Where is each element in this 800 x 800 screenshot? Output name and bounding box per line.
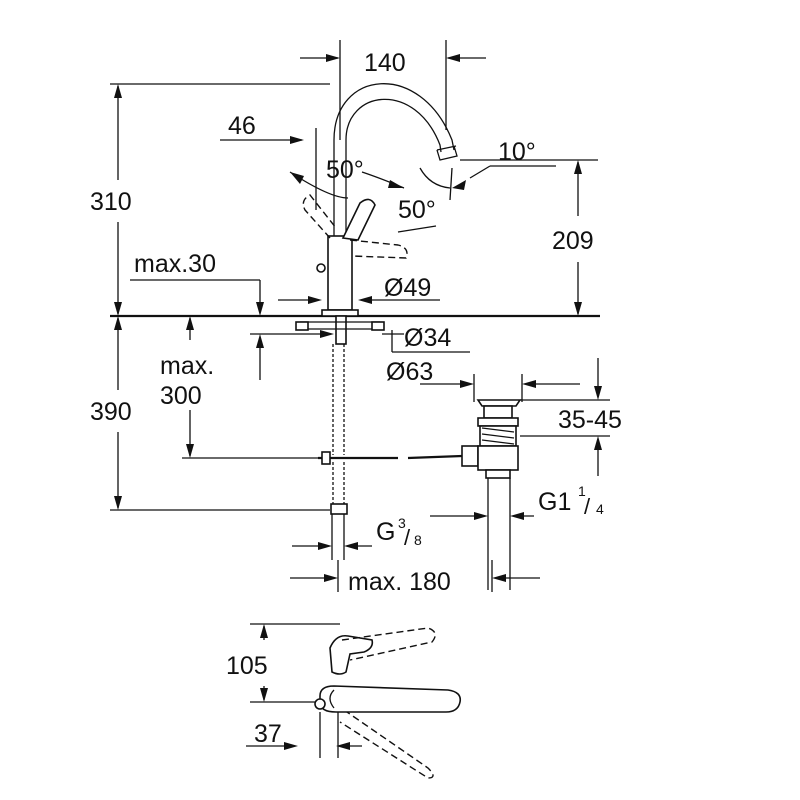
label-waste-range: 35-45 xyxy=(558,406,622,434)
label-max-deck-thickness: max.30 xyxy=(134,250,216,278)
label-lever-angle-right: 50° xyxy=(398,196,436,224)
label-max-waste-offset: max. 180 xyxy=(348,568,451,596)
svg-text:8: 8 xyxy=(414,532,422,548)
label-lever-angle-left: 50° xyxy=(326,156,364,184)
svg-text:G1: G1 xyxy=(538,488,571,516)
label-total-height: 310 xyxy=(90,188,132,216)
svg-text:/: / xyxy=(584,494,591,519)
label-spout-height: 209 xyxy=(552,227,594,255)
plan-lever xyxy=(329,634,374,675)
label-plan-offset: 37 xyxy=(254,720,282,748)
svg-text:G: G xyxy=(376,518,395,546)
svg-text:3: 3 xyxy=(398,515,406,531)
svg-text:1: 1 xyxy=(578,483,586,499)
faucet-side-view xyxy=(110,83,600,590)
lever-handle xyxy=(341,198,376,241)
dimension-labels: 140 46 50° 50° 10° 310 209 max.30 Ø49 Ø3… xyxy=(90,49,622,748)
label-waste-diameter: Ø63 xyxy=(386,358,433,386)
label-supply-thread: G 3 / 8 xyxy=(376,515,422,550)
faucet-plan-view xyxy=(246,623,462,779)
plan-spout xyxy=(319,685,462,713)
svg-text:4: 4 xyxy=(596,501,604,517)
dimension-lines xyxy=(110,40,610,592)
label-lever-offset: 46 xyxy=(228,112,256,140)
label-plan-depth: 105 xyxy=(226,652,268,680)
faucet-spout xyxy=(333,83,455,236)
label-base-diameter: Ø49 xyxy=(384,274,431,302)
label-waste-thread: G1 1 / 4 xyxy=(538,483,604,519)
label-max-hose-value: 300 xyxy=(160,382,202,410)
label-spout-angle: 10° xyxy=(498,138,536,166)
svg-text:/: / xyxy=(404,525,411,550)
label-spout-reach: 140 xyxy=(364,49,406,77)
faucet-body xyxy=(327,235,353,311)
waste-assembly xyxy=(461,399,522,590)
label-below-deck-height: 390 xyxy=(90,398,132,426)
label-hole-diameter: Ø34 xyxy=(404,324,451,352)
mounting-shank xyxy=(335,315,347,345)
label-max-hose: max. xyxy=(160,352,214,380)
